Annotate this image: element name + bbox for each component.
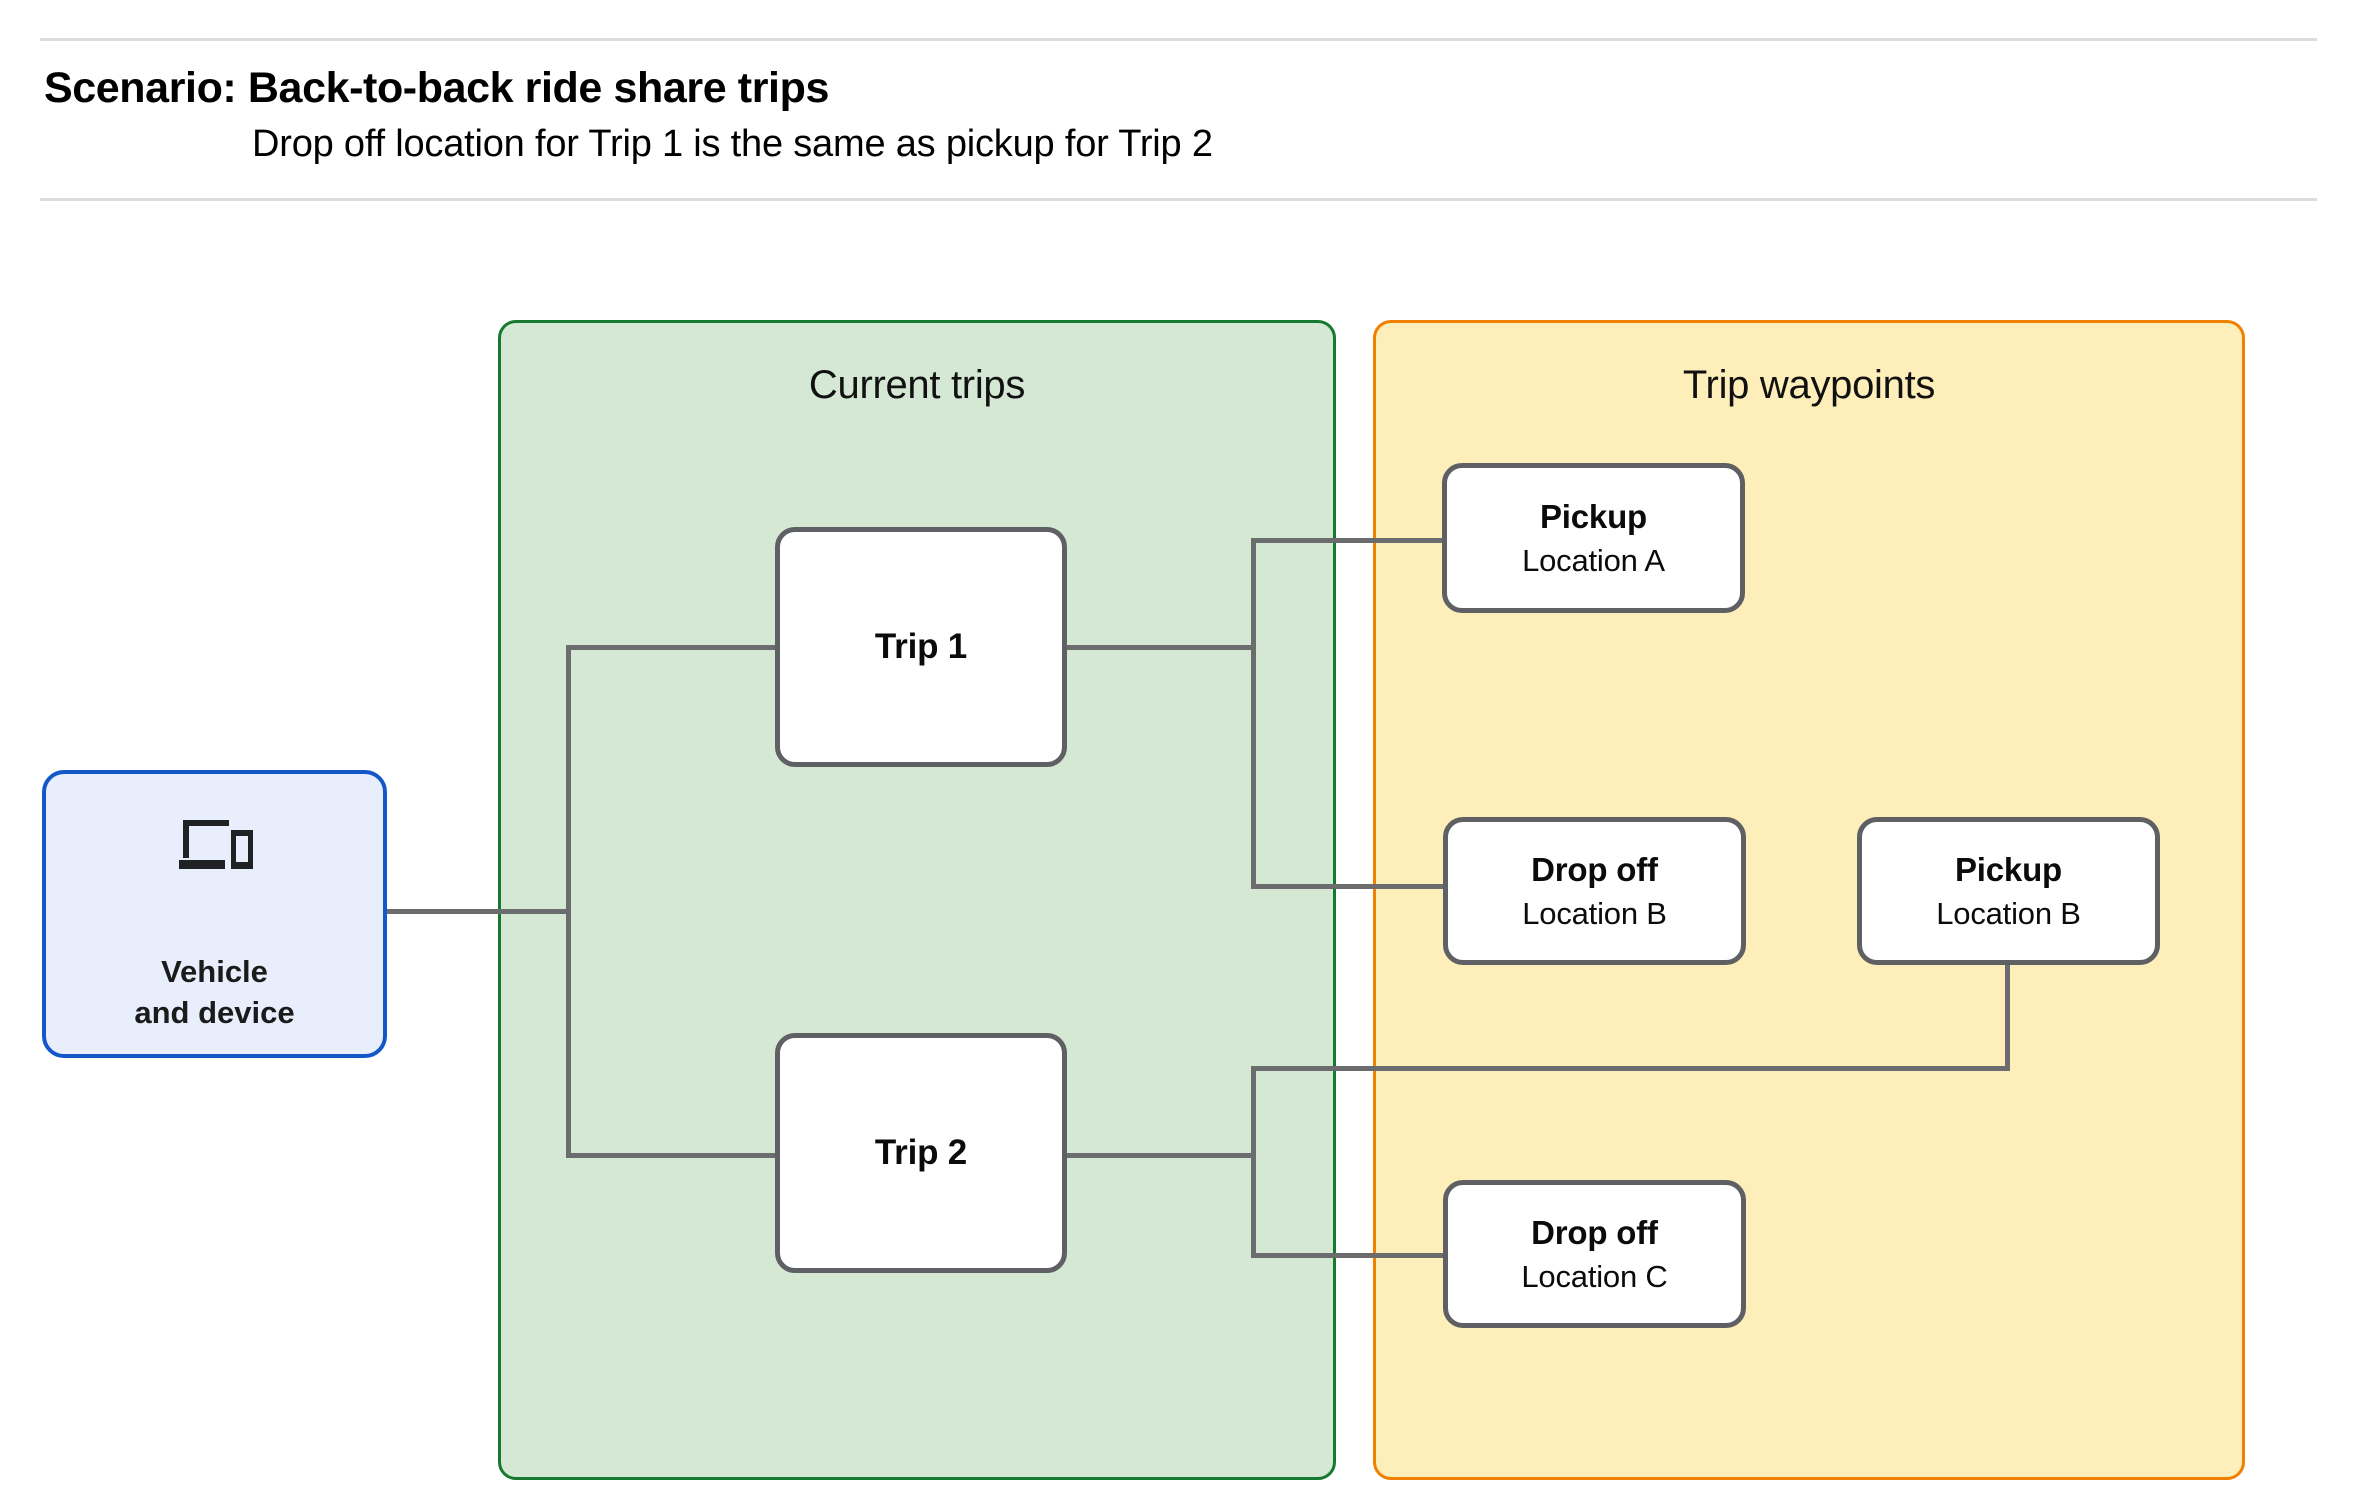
connector-trip2-junction-vertical — [1251, 1066, 1256, 1258]
node-vehicle-line2: and device — [134, 994, 295, 1030]
node-trip-1[interactable]: Trip 1 — [775, 527, 1067, 767]
node-vehicle-label: Vehicle and device — [46, 952, 383, 1034]
connector-pickup-b-drop-vertical — [2005, 963, 2010, 1070]
connector-trip2-to-dropoff-c — [1251, 1253, 1447, 1258]
connector-vehicle-to-spine — [387, 909, 571, 914]
connector-spine-vertical — [566, 645, 571, 1158]
connector-trip1-to-pickup-a — [1251, 538, 1447, 543]
node-waypoint-pickup-b-location: Location B — [1936, 895, 2081, 931]
node-waypoint-pickup-b[interactable]: Pickup Location B — [1857, 817, 2160, 965]
node-trip-2-label: Trip 2 — [874, 1133, 968, 1172]
node-waypoint-dropoff-c[interactable]: Drop off Location C — [1443, 1180, 1746, 1328]
group-current-trips: Current trips — [498, 320, 1336, 1480]
node-trip-2[interactable]: Trip 2 — [775, 1033, 1067, 1273]
node-waypoint-dropoff-b-location: Location B — [1522, 895, 1667, 931]
node-waypoint-dropoff-b-title: Drop off — [1531, 850, 1658, 888]
node-waypoint-pickup-b-title: Pickup — [1954, 850, 2062, 888]
node-vehicle-and-device[interactable]: Vehicle and device — [42, 770, 387, 1058]
node-vehicle-line1: Vehicle — [161, 954, 268, 989]
node-waypoint-pickup-a[interactable]: Pickup Location A — [1442, 463, 1745, 613]
devices-icon — [46, 816, 383, 874]
connector-spine-to-trip2 — [566, 1153, 780, 1158]
connector-trip1-junction-vertical — [1251, 538, 1256, 888]
group-current-trips-label: Current trips — [808, 363, 1026, 407]
connector-trip2-to-pickup-b-horizontal — [1251, 1066, 2010, 1071]
node-waypoint-dropoff-c-location: Location C — [1521, 1258, 1668, 1294]
node-waypoint-pickup-a-location: Location A — [1522, 542, 1665, 578]
node-waypoint-dropoff-b[interactable]: Drop off Location B — [1443, 817, 1746, 965]
header-top-divider — [40, 38, 2317, 41]
node-waypoint-pickup-a-title: Pickup — [1539, 497, 1647, 535]
connector-spine-to-trip1 — [566, 645, 780, 650]
header-bottom-divider — [40, 198, 2317, 201]
group-trip-waypoints-label: Trip waypoints — [1682, 363, 1936, 407]
connector-trip1-to-junction — [1062, 645, 1256, 650]
node-waypoint-dropoff-c-title: Drop off — [1531, 1213, 1658, 1251]
page-subtitle: Drop off location for Trip 1 is the same… — [252, 123, 1213, 165]
page-title: Scenario: Back-to-back ride share trips — [44, 64, 829, 112]
connector-trip2-to-junction — [1062, 1153, 1256, 1158]
node-trip-1-label: Trip 1 — [874, 627, 968, 666]
connector-trip1-to-dropoff-b — [1251, 884, 1447, 889]
